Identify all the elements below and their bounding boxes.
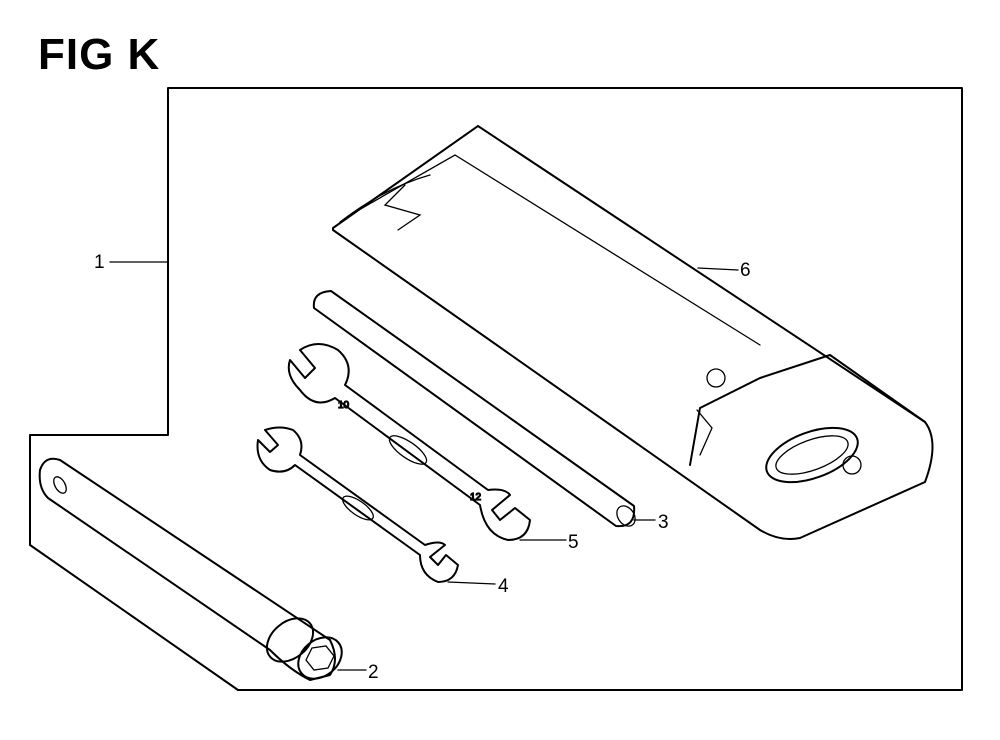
callout-1: 1 (94, 252, 105, 273)
assembly-bracket (29, 87, 963, 691)
callout-2: 2 (368, 662, 379, 683)
hex-bar-icon (312, 290, 636, 528)
callout-5: 5 (568, 532, 579, 553)
svg-text:12: 12 (470, 492, 482, 503)
wrench-small-icon (256, 426, 459, 583)
wrench-large-icon: 10 12 (287, 343, 531, 541)
svg-text:10: 10 (338, 400, 350, 411)
callout-4: 4 (498, 576, 509, 597)
callout-6: 6 (740, 260, 751, 281)
leader-lines (109, 261, 739, 671)
tool-bag-icon (332, 125, 934, 540)
callout-3: 3 (658, 512, 669, 533)
socket-wrench-icon (38, 457, 343, 681)
figure-title: FIG K (38, 30, 161, 79)
